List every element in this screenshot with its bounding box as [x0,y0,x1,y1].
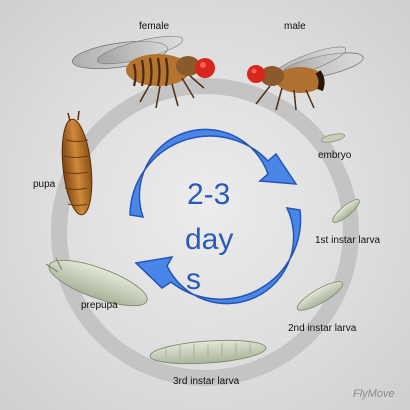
cycle-arrows [130,129,301,303]
third-instar-larva-image [149,337,266,367]
label-male: male [284,21,306,32]
female-fly-image [71,31,215,108]
label-third-instar-larva: 3rd instar larva [173,376,239,387]
label-prepupa: prepupa [81,300,118,311]
flymove-credit: FlyMove [353,388,395,400]
duration-line-1: 2-3 [187,180,230,210]
duration-line-2: day [185,225,233,255]
label-female: female [139,21,169,32]
embryo-image [321,132,346,144]
duration-line-3: s [186,265,201,295]
label-first-instar-larva: 1st instar larva [315,235,380,246]
label-pupa: pupa [33,179,55,190]
label-second-instar-larva: 2nd instar larva [288,323,356,334]
label-embryo: embryo [318,150,351,161]
